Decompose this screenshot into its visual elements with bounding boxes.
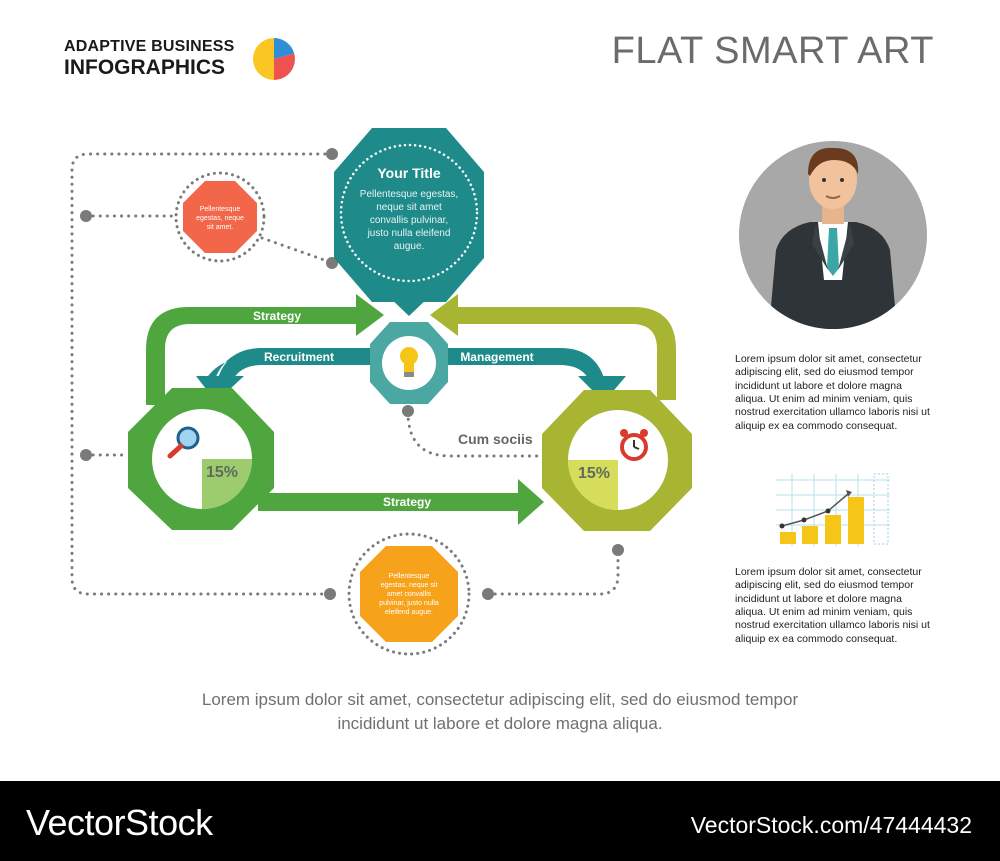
bottom-note-line-3: amet convallis <box>387 591 432 598</box>
cum-sociis-label: Cum sociis <box>458 431 533 447</box>
top-left-note-line-2: egestas, neque <box>196 215 244 222</box>
pie-logo-icon <box>253 38 295 80</box>
center-line-5: augue. <box>394 241 425 252</box>
strategy-top-arrow <box>146 294 384 405</box>
side-text-1: Lorem ipsum dolor sit amet, consectetur … <box>735 353 930 432</box>
recruitment-label: Recruitment <box>264 350 334 364</box>
bottom-note-line-2: egestas, neque sit <box>381 582 438 589</box>
alarm-clock-icon <box>620 429 648 461</box>
center-line-3: convallis pulvinar, <box>370 215 448 226</box>
center-line-1: Pellentesque egestas, <box>360 189 458 200</box>
connector-endpoints <box>80 148 624 600</box>
watermark-bar <box>0 781 1000 861</box>
center-line-4: justo nulla eleifend <box>367 228 451 239</box>
brand-line-1: ADAPTIVE BUSINESS <box>64 38 235 55</box>
businessman-avatar <box>739 141 927 329</box>
watermark-id: VectorStock.com/47444432 <box>690 812 972 838</box>
bottom-note-line-5: eleifend augue. <box>385 609 433 616</box>
management-label: Management <box>460 350 533 364</box>
strategy-bottom-arrow <box>258 479 544 525</box>
magnifier-icon <box>167 426 200 459</box>
right-percent: 15% <box>578 465 610 482</box>
bottom-note-line-1: Pellentesque <box>389 573 430 580</box>
dotted-connectors <box>70 152 620 596</box>
management-arrow <box>448 348 626 402</box>
bottom-note-line-4: pulvinar, justo nulla <box>379 600 439 607</box>
bottom-note-octagon <box>347 532 471 656</box>
center-line-2: neque sit amet <box>376 202 442 213</box>
lightbulb-icon <box>400 347 418 377</box>
flow-diagram: Your Title Pellentesque egestas, neque s… <box>70 128 692 656</box>
center-title: Your Title <box>377 165 440 181</box>
title-octagon <box>334 128 484 302</box>
page-title: FLAT SMART ART <box>611 30 934 72</box>
brand-line-2: INFOGRAPHICS <box>64 55 226 79</box>
strategy-bottom-label: Strategy <box>383 495 431 509</box>
left-node <box>128 388 274 530</box>
right-node <box>542 390 692 531</box>
bar-chart-icon <box>776 473 890 546</box>
left-percent: 15% <box>206 464 238 481</box>
footer-line-1: Lorem ipsum dolor sit amet, consectetur … <box>201 690 799 709</box>
footer-text: Lorem ipsum dolor sit amet, consectetur … <box>100 688 900 736</box>
top-left-note-octagon <box>174 171 266 263</box>
strategy-top-label: Strategy <box>253 309 301 323</box>
top-left-note-line-3: sit amet. <box>207 224 234 231</box>
side-text-2: Lorem ipsum dolor sit amet, consectetur … <box>735 566 930 645</box>
brand-title: ADAPTIVE BUSINESS INFOGRAPHICS <box>64 38 235 79</box>
top-left-note-line-1: Pellentesque <box>200 206 241 213</box>
watermark-logo: VectorStock <box>26 802 213 843</box>
olive-return-arrow <box>430 294 676 400</box>
footer-line-2: incididunt ut labore et dolore magna ali… <box>337 713 663 733</box>
